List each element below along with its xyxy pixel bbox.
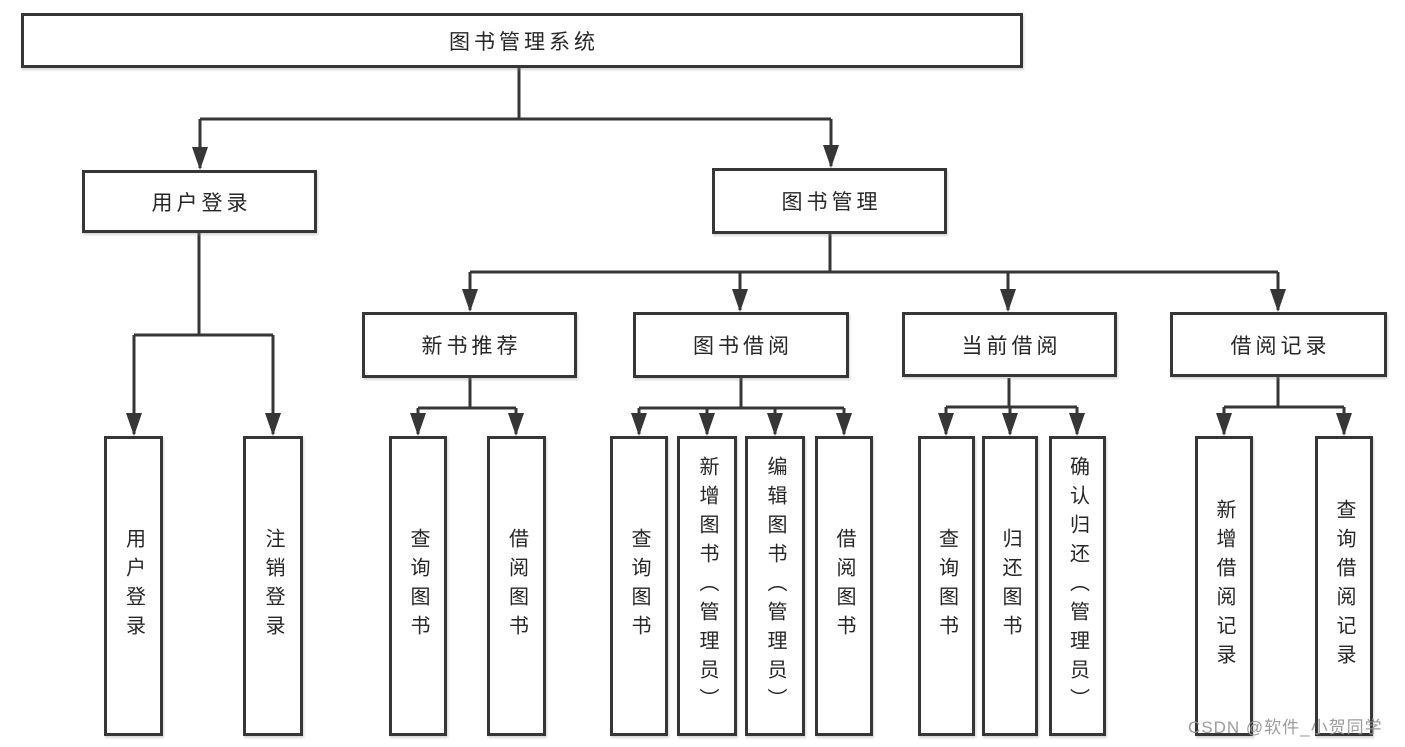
leaf-logout-label: 注销登录 [262,528,284,644]
node-borrow-records: 借阅记录 [1170,312,1387,377]
node-current-borrow-label: 当前借阅 [961,334,1062,358]
leaf-records-query-record: 查询借阅记录 [1315,436,1373,736]
leaf-logout: 注销登录 [243,436,303,736]
node-book-borrow: 图书借阅 [633,312,849,378]
leaf-current-query-books-label: 查询图书 [935,528,958,644]
leaf-borrow-add-books-admin-label: 新增图书（管理员） [696,455,718,717]
leaf-records-add-record: 新增借阅记录 [1195,436,1253,736]
leaf-borrow-add-books-admin: 新增图书（管理员） [677,436,737,736]
node-book-management-label: 图书管理 [781,191,882,214]
node-new-book-recommend-label: 新书推荐 [421,335,522,358]
leaf-newrec-borrow-books-label: 借阅图书 [505,528,528,644]
node-book-management: 图书管理 [712,168,947,234]
leaf-user-login: 用户登录 [104,436,163,736]
leaf-borrow-edit-books-admin: 编辑图书（管理员） [745,436,805,736]
node-root: 图书管理系统 [21,13,1023,68]
leaf-records-query-record-label: 查询借阅记录 [1333,499,1355,673]
leaf-current-return-books: 归还图书 [982,436,1038,736]
node-user-login-label: 用户登录 [151,191,252,215]
leaf-newrec-borrow-books: 借阅图书 [487,436,546,736]
leaf-borrow-query-books-label: 查询图书 [628,528,650,644]
node-root-label: 图书管理系统 [449,30,599,54]
leaf-records-add-record-label: 新增借阅记录 [1213,499,1235,673]
leaf-current-return-books-label: 归还图书 [999,528,1021,644]
leaf-borrow-edit-books-admin-label: 编辑图书（管理员） [764,455,786,717]
leaf-current-confirm-return-admin: 确认归还（管理员） [1049,436,1106,736]
leaf-borrow-query-books: 查询图书 [610,436,668,736]
leaf-user-login-label: 用户登录 [122,528,145,644]
leaf-current-confirm-return-admin-label: 确认归还（管理员） [1066,455,1089,717]
leaf-newrec-query-books: 查询图书 [389,436,447,736]
leaf-borrow-borrow-books-label: 借阅图书 [833,528,855,644]
node-borrow-records-label: 借阅记录 [1230,334,1331,358]
node-user-login: 用户登录 [82,170,317,233]
node-current-borrow: 当前借阅 [902,312,1117,377]
leaf-newrec-query-books-label: 查询图书 [407,528,429,644]
leaf-current-query-books: 查询图书 [918,436,975,736]
node-book-borrow-label: 图书借阅 [693,335,793,358]
watermark-text: CSDN @软件_小贺同学 [1188,718,1383,737]
node-new-book-recommend: 新书推荐 [362,312,577,378]
leaf-borrow-borrow-books: 借阅图书 [815,436,873,736]
